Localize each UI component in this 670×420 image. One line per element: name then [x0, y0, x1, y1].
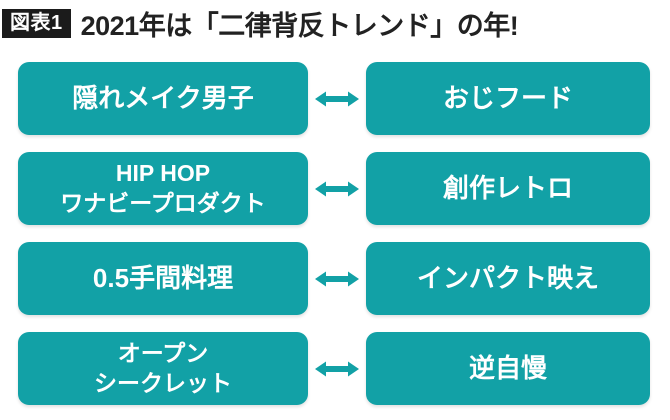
figure-number-badge: 図表1 [2, 8, 71, 38]
double-arrow-icon [308, 62, 366, 135]
trend-box-right: おじフード [366, 62, 650, 135]
trend-box-left: オープン シークレット [18, 332, 308, 405]
trend-box-right: 逆自慢 [366, 332, 650, 405]
trend-box-right: 創作レトロ [366, 152, 650, 225]
trend-box-right: インパクト映え [366, 242, 650, 315]
trend-box-left: 隠れメイク男子 [18, 62, 308, 135]
figure-title: 2021年は「二律背反トレンド」の年! [80, 10, 519, 41]
trend-box-left: 0.5手間料理 [18, 242, 308, 315]
trend-pair-row: 0.5手間料理 インパクト映え [18, 242, 650, 315]
double-arrow-icon [308, 152, 366, 225]
trend-pair-row: HIP HOP ワナビープロダクト 創作レトロ [18, 152, 650, 225]
trend-pair-row: オープン シークレット 逆自慢 [18, 332, 650, 405]
figure-header: 図表1 2021年は「二律背反トレンド」の年! [2, 5, 519, 41]
double-arrow-icon [308, 242, 366, 315]
trend-pairs: 隠れメイク男子 おじフード HIP HOP ワナビープロダクト 創作レトロ 0.… [18, 62, 650, 405]
trend-pair-row: 隠れメイク男子 おじフード [18, 62, 650, 135]
trend-box-left: HIP HOP ワナビープロダクト [18, 152, 308, 225]
double-arrow-icon [308, 332, 366, 405]
